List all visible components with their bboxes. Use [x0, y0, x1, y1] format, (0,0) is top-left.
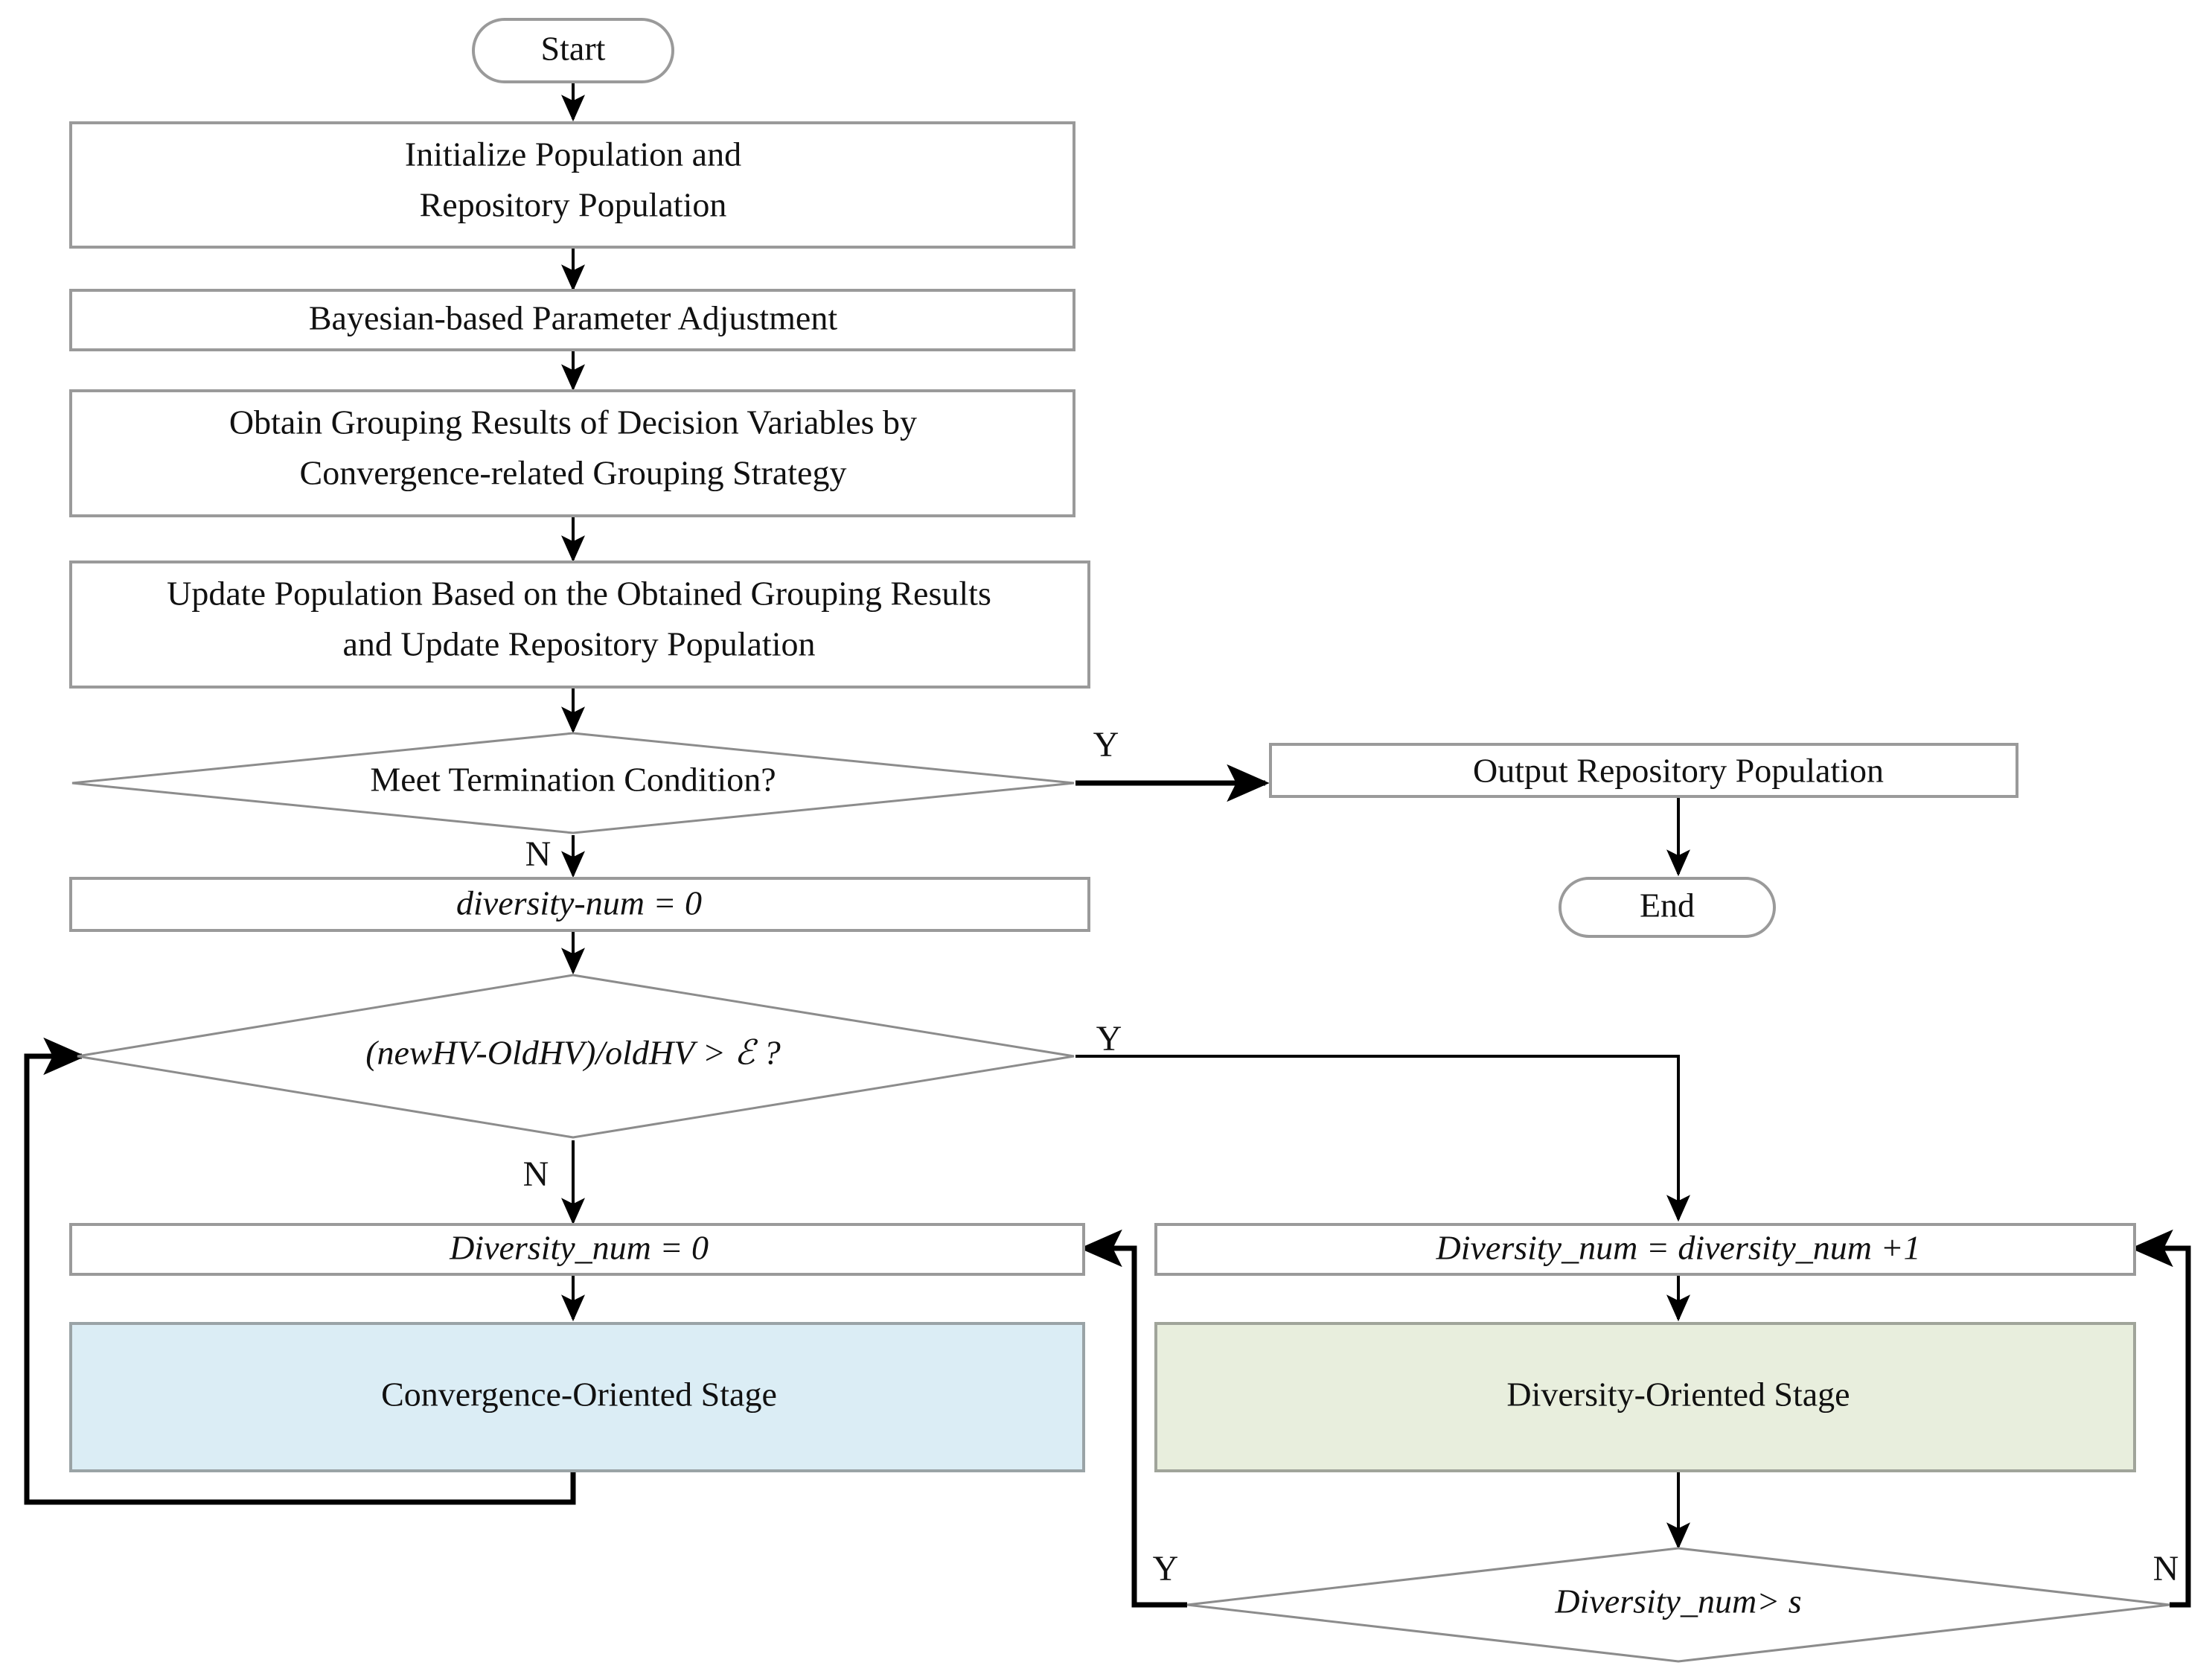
node-start[interactable]: Start — [472, 18, 674, 83]
edge-divnumgts-yes-to-divnumzero — [1079, 1229, 1187, 1608]
node-diversity-num-increment-label: Diversity_num = diversity_num +1 — [1435, 1229, 1920, 1267]
node-bayesian-parameter-adjustment[interactable]: Bayesian-based Parameter Adjustment — [69, 289, 1075, 351]
node-end[interactable]: End — [1559, 877, 1776, 938]
node-diversity-num-zero[interactable]: Diversity_num = 0 — [69, 1223, 1085, 1276]
node-update-line2: and Update Repository Population — [343, 625, 816, 663]
node-hv-improvement-check[interactable]: (newHV-OldHV)/oldHV > ℰ ? — [77, 974, 1075, 1139]
branch-label-terminate-yes: Y — [1093, 725, 1119, 764]
node-diversity-num-zero-label: Diversity_num = 0 — [449, 1229, 709, 1267]
node-end-label: End — [1640, 887, 1695, 924]
branch-label-divnum-yes: Y — [1153, 1549, 1179, 1588]
node-initialize-population[interactable]: Initialize Population and Repository Pop… — [69, 121, 1075, 249]
node-grouping-line2: Convergence-related Grouping Strategy — [300, 454, 847, 492]
node-diversity-num-reset[interactable]: diversity-num = 0 — [69, 877, 1090, 932]
branch-label-divnum-no: N — [2153, 1549, 2179, 1588]
node-initialize-line1: Initialize Population and — [405, 135, 741, 173]
node-diversity-num-increment[interactable]: Diversity_num = diversity_num +1 — [1154, 1223, 2136, 1276]
node-bayesian-label: Bayesian-based Parameter Adjustment — [309, 299, 837, 337]
node-diversity-stage-label: Diversity-Oriented Stage — [1506, 1376, 1850, 1414]
branch-label-hv-yes: Y — [1096, 1019, 1122, 1058]
node-update-population[interactable]: Update Population Based on the Obtained … — [69, 560, 1090, 689]
node-update-line1: Update Population Based on the Obtained … — [167, 575, 991, 613]
node-convergence-oriented-stage[interactable]: Convergence-Oriented Stage — [69, 1322, 1085, 1472]
node-diversity-oriented-stage[interactable]: Diversity-Oriented Stage — [1154, 1322, 2136, 1472]
node-grouping-line1: Obtain Grouping Results of Decision Vari… — [229, 403, 917, 441]
edge-hvcheck-yes-to-divnuminc — [1075, 1055, 1690, 1222]
node-obtain-grouping-results[interactable]: Obtain Grouping Results of Decision Vari… — [69, 389, 1075, 517]
node-diversity-num-greater-than-s[interactable]: Diversity_num> s — [1186, 1547, 2170, 1663]
edge-divnumgts-no-to-divnuminc — [2130, 1229, 2191, 1608]
branch-label-hv-no: N — [523, 1154, 549, 1194]
node-output-repository-population[interactable]: Output Repository Population — [1269, 743, 2018, 798]
edge-convstage-loopback-to-hvcheck — [24, 1037, 576, 1505]
branch-label-terminate-no: N — [525, 834, 552, 874]
node-output-label: Output Repository Population — [1473, 752, 1884, 790]
node-hv-check-label: (newHV-OldHV)/oldHV > ℰ ? — [365, 1034, 781, 1072]
node-initialize-line2: Repository Population — [420, 186, 727, 224]
node-diversity-num-gts-label: Diversity_num> s — [1554, 1582, 1801, 1620]
node-diversity-num-reset-label: diversity-num = 0 — [456, 884, 702, 922]
node-start-label: Start — [541, 30, 606, 68]
node-terminate-label: Meet Termination Condition? — [370, 761, 776, 799]
node-meet-termination-condition[interactable]: Meet Termination Condition? — [71, 732, 1075, 834]
node-convergence-stage-label: Convergence-Oriented Stage — [381, 1376, 777, 1414]
